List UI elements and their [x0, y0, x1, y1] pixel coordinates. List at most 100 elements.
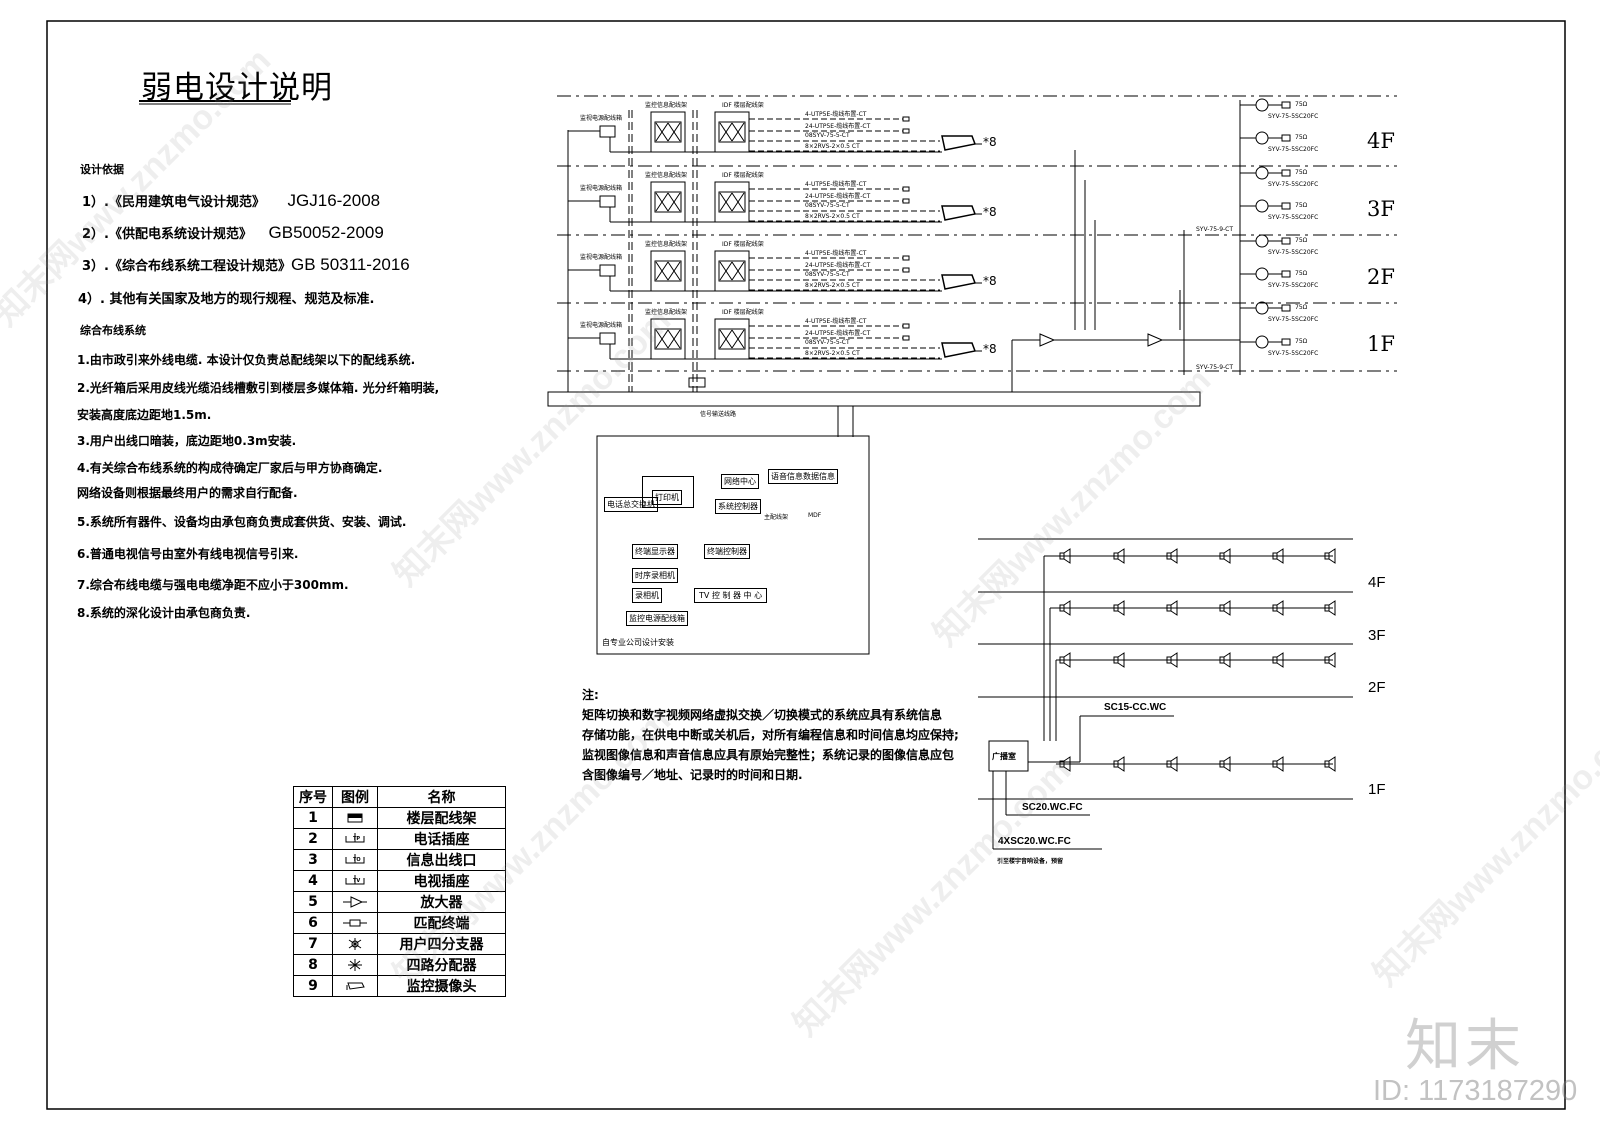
speaker-icon: [1324, 600, 1336, 616]
power-box-label: 监视电源配线箱: [580, 254, 623, 261]
line-label: 24-UTP5E-缆线布置-CT: [805, 262, 871, 269]
ohm-label: 75Ω: [1295, 101, 1308, 108]
camera-icon: [941, 274, 977, 290]
cr-item-controller: 系统控制器: [715, 499, 761, 514]
monitor-frame-label: 监控信息配线架: [645, 241, 688, 248]
legend-no: 2: [293, 828, 333, 850]
monitor-frame: [650, 181, 686, 223]
cross-connect-icon: [719, 192, 745, 212]
cabling-item: 7.综合布线电缆与强电电缆净距不应小于300mm.: [77, 578, 349, 592]
coax-label: SYV-75-5SC20FC: [1268, 249, 1319, 256]
speaker-icon: [1166, 756, 1178, 772]
bc-floor-4f: 4F: [1368, 574, 1386, 591]
speaker-icon: [1166, 548, 1178, 564]
legend-no: 1: [293, 807, 333, 829]
coax-label: SYV-75-5SC20FC: [1268, 181, 1319, 188]
idf-frame: [714, 250, 750, 292]
note-line: 矩阵切换和数字视频网络虚拟交换／切换模式的系统应具有系统信息: [582, 708, 943, 722]
power-box: [599, 264, 616, 277]
terminal-icon: [1281, 134, 1291, 142]
line-label: 08SYV-75-5-CT: [805, 271, 850, 278]
speaker-icon: [1059, 548, 1071, 564]
ohm-label: 75Ω: [1295, 237, 1308, 244]
line-label: 24-UTP5E-缆线布置-CT: [805, 330, 871, 337]
idf-frame: [714, 181, 750, 223]
camera-icon: [941, 205, 977, 221]
terminal-icon: [1281, 202, 1291, 210]
line-label: 24-UTP5E-缆线布置-CT: [805, 193, 871, 200]
monitor-frame: [650, 111, 686, 153]
cabling-heading: 综合布线系统: [80, 324, 146, 337]
speaker-icon: [1324, 652, 1336, 668]
cabling-item: 8.系统的深化设计由承包商负责.: [77, 606, 251, 620]
page-title: 弱电设计说明: [141, 70, 333, 106]
speaker-icon: [1272, 756, 1284, 772]
legend-symbol: [332, 933, 378, 955]
four-way-splitter-icon: [348, 959, 362, 971]
legend-name: 放大器: [377, 891, 506, 913]
cabling-item: 3.用户出线口暗装，底边距地0.3m安装.: [77, 434, 297, 448]
cable-label-sc15: SC15-CC.WC: [1104, 702, 1167, 713]
ohm-label: 75Ω: [1295, 202, 1308, 209]
legend-header-name: 名称: [377, 786, 506, 808]
line-label: 8×2RVS-2×0.5 CT: [805, 282, 860, 289]
basis-item-code: GB50052-2009: [268, 223, 384, 242]
line-label: 4-UTP5E-缆线布置-CT: [805, 318, 867, 325]
cable-note: 引至楼宇音响设备，预留: [997, 858, 1064, 865]
outlet-icon: [902, 186, 910, 204]
speaker-icon: [1324, 756, 1336, 772]
cable-label-sc20: SC20.WC.FC: [1022, 802, 1083, 813]
information-outlet-icon: TO: [345, 854, 365, 864]
cable-label-4xsc20: 4XSC20.WC.FC: [998, 836, 1071, 847]
speaker-icon: [1272, 652, 1284, 668]
riser-verticals: [567, 110, 698, 392]
cabling-item: 网络设备则根据最终用户的需求自行配备.: [77, 486, 298, 500]
cross-connect-icon: [719, 261, 745, 281]
coax-label: SYV-75-5SC20FC: [1268, 282, 1319, 289]
line-label: 08SYV-75-5-CT: [805, 132, 850, 139]
computer-icon: [642, 476, 694, 508]
legend-symbol: [332, 807, 378, 829]
surveillance-camera-icon: [346, 982, 365, 990]
cr-item-network: 网络中心: [721, 474, 759, 489]
legend-name: 电视插座: [377, 870, 506, 892]
speaker-icon: [1324, 548, 1336, 564]
monitor-frame-label: 监控信息配线架: [645, 172, 688, 179]
coax-label: SYV-75-5SC20FC: [1268, 146, 1319, 153]
basis-item-2: 2）.《供配电系统设计规范》 GB50052-2009: [82, 223, 384, 243]
basis-heading: 设计依据: [80, 163, 124, 176]
legend-no: 8: [293, 954, 333, 976]
camera-count: *8: [983, 135, 997, 149]
catv-floor-label: 1F: [1367, 332, 1395, 356]
catv-risers: [1011, 100, 1241, 392]
terminal-icon: [1281, 304, 1291, 312]
line-label: 08SYV-75-5-CT: [805, 339, 850, 346]
note-line: 含图像编号／地址、记录时的时间和日期.: [582, 768, 803, 782]
cr-item-power: 监控电源配线箱: [626, 611, 688, 626]
note-heading: 注:: [582, 688, 599, 702]
bc-floor-3f: 3F: [1368, 627, 1386, 644]
svg-text:TV: TV: [353, 878, 360, 884]
power-box-label: 监视电源配线箱: [580, 115, 623, 122]
camera-icon: [941, 342, 977, 358]
riser-cable-label: SYV-75-9-CT: [1196, 364, 1234, 371]
legend-name: 监控摄像头: [377, 975, 506, 997]
matching-terminal-icon: [343, 919, 367, 927]
monitor-frame: [650, 250, 686, 292]
idf-frame: [714, 318, 750, 360]
basis-item-1: 1）.《民用建筑电气设计规范》 JGJ16-2008: [82, 191, 380, 211]
monitor-frame-inner: [654, 328, 682, 350]
riser-cable-label: SYV-75-9-CT: [1196, 226, 1234, 233]
line-label: 8×2RVS-2×0.5 CT: [805, 213, 860, 220]
line-label: 4-UTP5E-缆线布置-CT: [805, 111, 867, 118]
power-box-label: 监视电源配线箱: [580, 322, 623, 329]
line-label: 8×2RVS-2×0.5 CT: [805, 350, 860, 357]
legend-no: 6: [293, 912, 333, 934]
basis-item-code: JGJ16-2008: [287, 191, 381, 210]
four-way-tap-icon: [348, 938, 362, 950]
